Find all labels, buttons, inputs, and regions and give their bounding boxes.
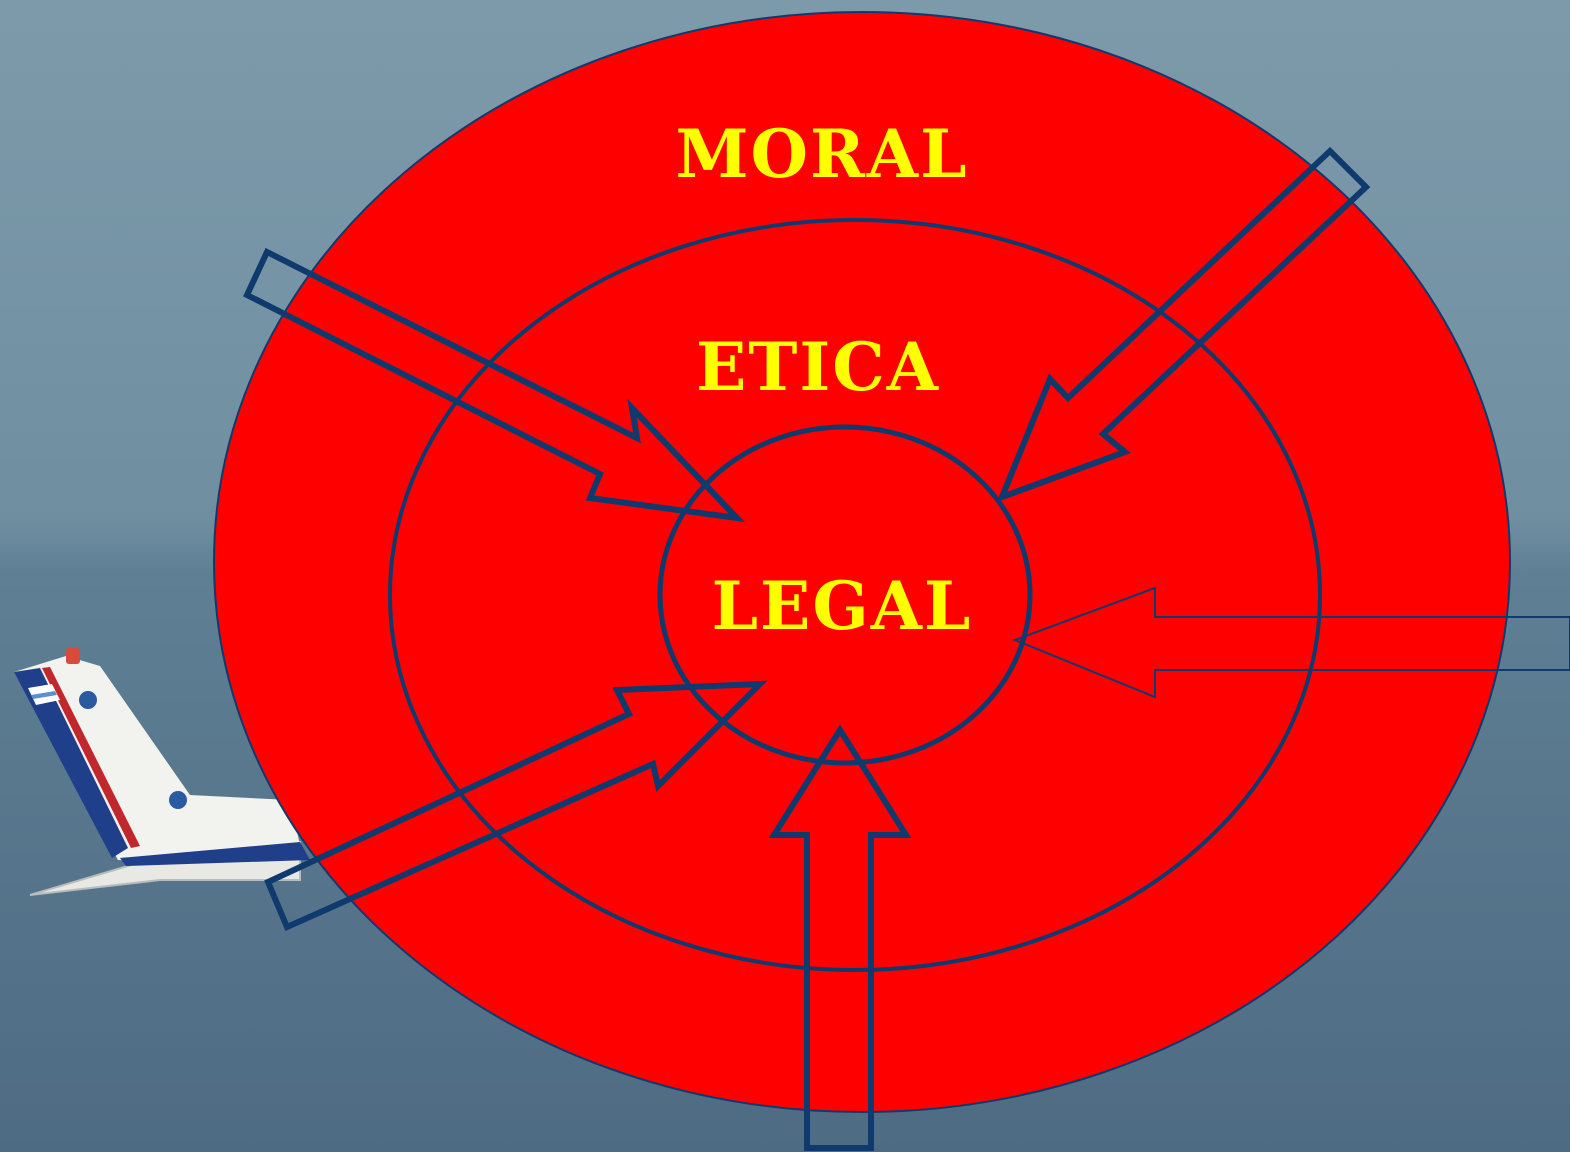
label-legal: LEGAL	[712, 567, 973, 645]
label-moral: MORAL	[675, 115, 968, 193]
label-etica: ETICA	[696, 328, 940, 406]
